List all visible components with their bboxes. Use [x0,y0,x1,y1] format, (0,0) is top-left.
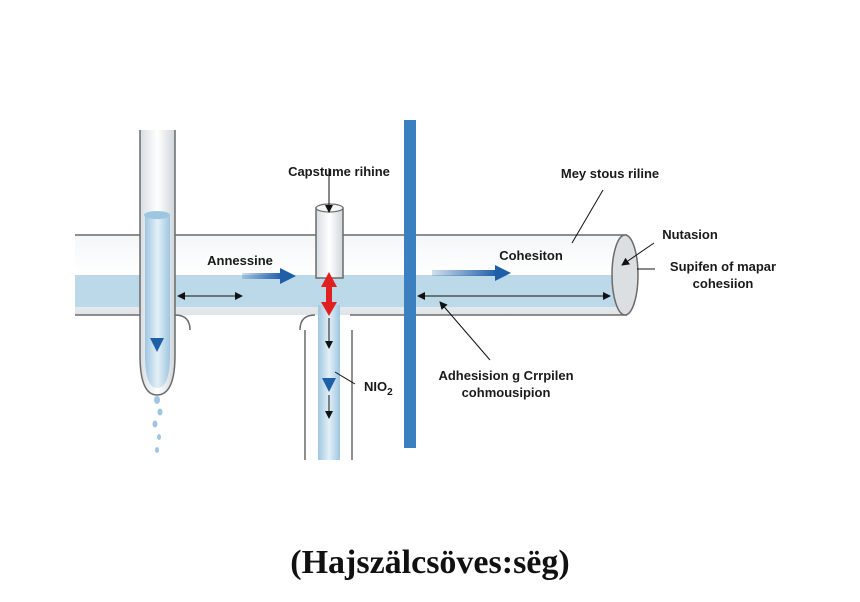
label-supifen-line2: cohesiion [693,276,754,291]
label-supifen-line1: Supifen of mapar [670,259,776,274]
label-capstume: Capstume rihine [288,164,390,179]
down-flow-arrow-icon [322,378,336,392]
label-annessine: Annessine [207,253,273,268]
pressure-arrow-icon [321,272,337,316]
water-droplets [152,396,163,453]
right-flow-arrow-icon [495,265,511,281]
leader-lines [439,189,655,361]
label-adhesion-line2: cohmousipion [462,385,551,400]
right-flow-arrow-icon [280,268,296,284]
label-nio2: NIO2 [364,379,393,398]
diagram-title: (Hajszälcsöves:sëg) [290,544,569,581]
pipe-end-opening [611,234,639,316]
down-flow-arrow-icon [150,338,164,352]
left-capillary-tube [139,130,176,453]
flow-arrows [177,265,611,300]
middle-capillary-tube [304,168,356,460]
label-cohesiton: Cohesiton [499,248,563,263]
vertical-divider-bar [404,120,416,448]
label-mey-stous: Mey stous riline [561,166,659,181]
label-adhesion-line1: Adhesision g Crrpilen [438,368,573,383]
label-nutasion: Nutasion [662,227,718,242]
